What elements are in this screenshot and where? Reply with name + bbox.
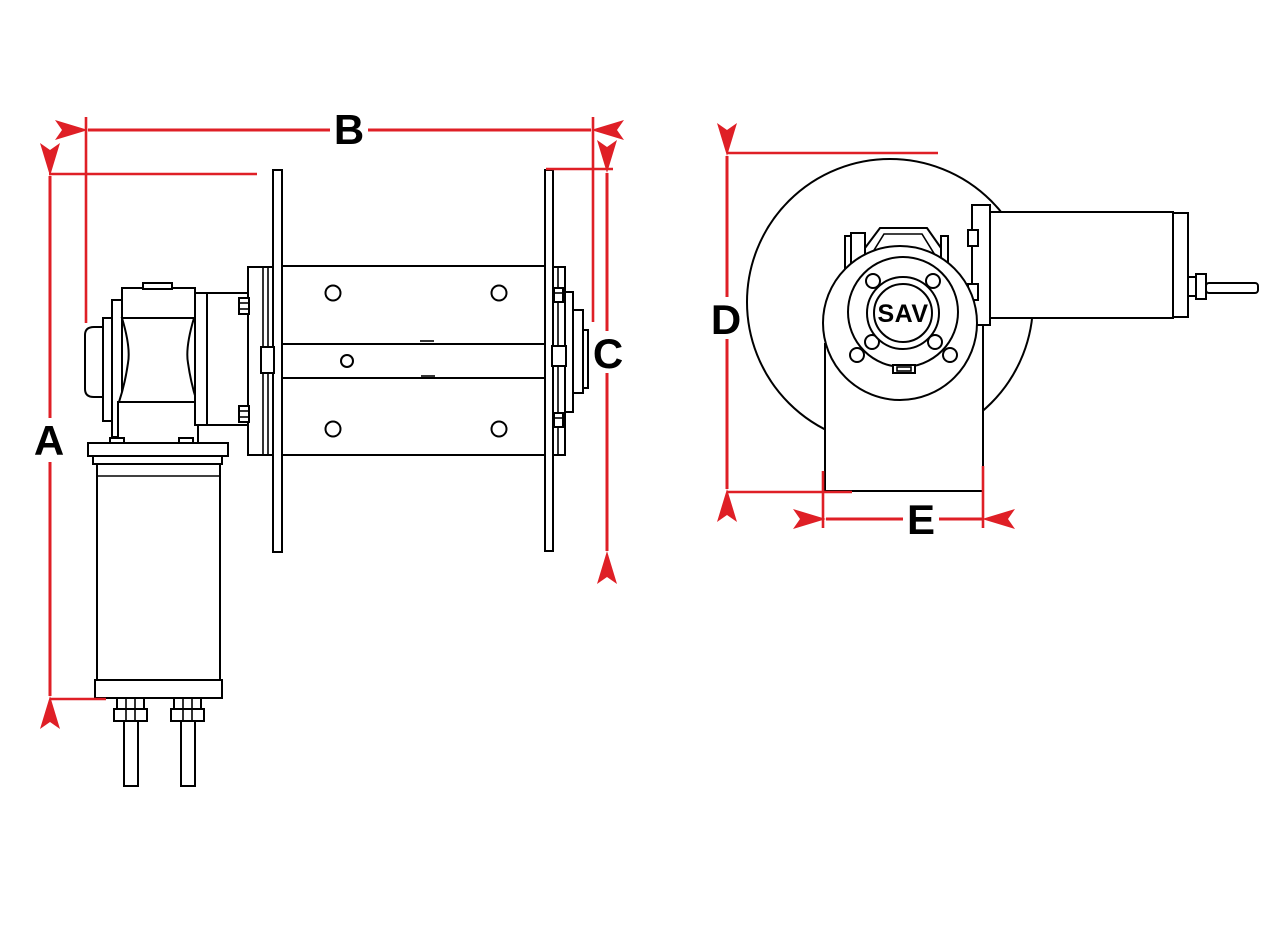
gearbox-adapter-flange bbox=[194, 292, 208, 426]
hub-ring-inner bbox=[873, 283, 933, 343]
dim-label-a: A bbox=[34, 417, 64, 464]
power-cable-front bbox=[1205, 282, 1259, 294]
hub-plate-hole bbox=[942, 347, 958, 363]
cable-gland-front bbox=[1195, 273, 1207, 300]
power-cable bbox=[123, 720, 139, 787]
dim-label-b: B bbox=[334, 106, 364, 153]
dimension-annotations: A B C D E bbox=[31, 106, 1015, 729]
bearing-step-2 bbox=[572, 309, 584, 394]
hub-plate-hole bbox=[849, 347, 865, 363]
cable-gland-front bbox=[1187, 276, 1197, 297]
gearbox-top-cap bbox=[121, 287, 196, 319]
front-view: SAV bbox=[746, 158, 1259, 492]
shaft-block-right bbox=[551, 345, 567, 367]
brake-plate bbox=[102, 317, 113, 422]
shaft-block-left bbox=[260, 346, 275, 374]
hub-flange-hole bbox=[864, 334, 880, 350]
gearbox-top-button bbox=[142, 282, 173, 290]
hub-flange-hole bbox=[865, 273, 881, 289]
drum-hole bbox=[490, 284, 508, 302]
dim-label-e: E bbox=[907, 496, 935, 543]
power-cable bbox=[180, 720, 196, 787]
drum-hole bbox=[324, 420, 342, 438]
motor-bottom-cap bbox=[94, 679, 223, 699]
motor-flange-bolt bbox=[967, 229, 979, 247]
motor-mount-plate bbox=[87, 442, 229, 457]
hub-flange-hole bbox=[927, 334, 943, 350]
hub-ring-outer bbox=[866, 276, 940, 350]
hub-key-tab bbox=[892, 364, 916, 374]
cable-gland bbox=[170, 697, 205, 722]
dim-label-c: C bbox=[593, 330, 623, 377]
cable-gland bbox=[113, 697, 148, 722]
motor-assembly-front bbox=[967, 204, 1259, 326]
drum-hole bbox=[340, 354, 354, 368]
side-view bbox=[84, 169, 589, 787]
motor-cylinder bbox=[96, 463, 221, 681]
hub-bolt bbox=[553, 287, 564, 303]
hub-key-tab-inner bbox=[896, 366, 912, 372]
hub-flange-hole bbox=[925, 273, 941, 289]
hub-bolt bbox=[238, 405, 250, 423]
reel-drum bbox=[281, 265, 546, 456]
hub-bolt bbox=[553, 412, 564, 428]
dim-label-d: D bbox=[711, 296, 741, 343]
gearbox-body bbox=[117, 317, 199, 403]
gearbox-base bbox=[117, 401, 199, 444]
drum-hole bbox=[490, 420, 508, 438]
gearbox-brake-assembly bbox=[84, 282, 249, 444]
hub-bolt bbox=[238, 297, 250, 315]
drum-hole bbox=[324, 284, 342, 302]
hub-front: SAV bbox=[822, 245, 978, 401]
right-hub-plates bbox=[551, 266, 589, 456]
motor-body bbox=[989, 211, 1174, 319]
left-hub-plates bbox=[238, 266, 274, 456]
bearing-step-3 bbox=[582, 329, 589, 389]
motor-mount-plate-2 bbox=[92, 455, 223, 465]
motor-end-cap bbox=[1172, 212, 1189, 318]
brake-end-cap bbox=[84, 326, 104, 398]
motor-assembly-side bbox=[87, 437, 229, 787]
hub-brand-label: SAV bbox=[877, 300, 928, 328]
